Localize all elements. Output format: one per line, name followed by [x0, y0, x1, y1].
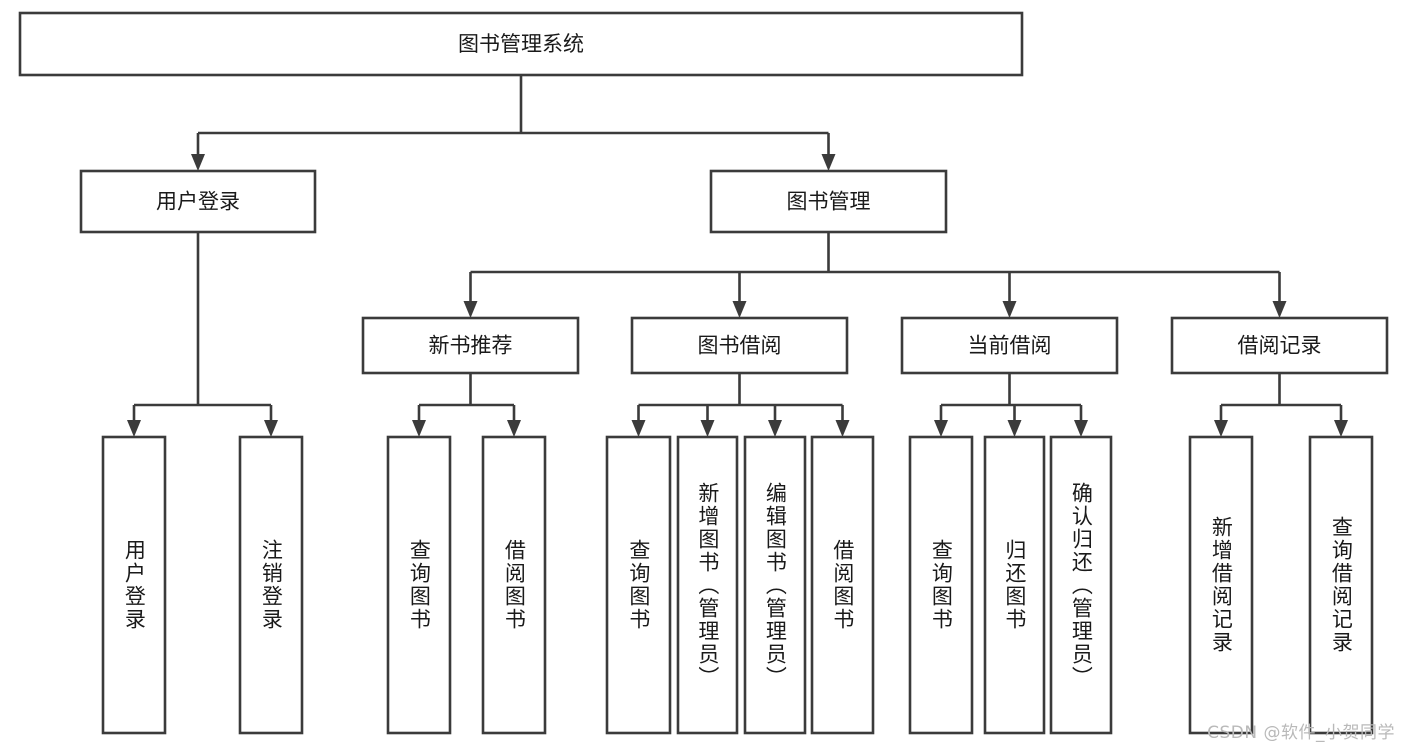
arrow-head-leaf-confirm-return: [1074, 420, 1088, 437]
node-box-current-borrow[interactable]: [900, 316, 1119, 375]
node-box-leaf-confirm-return[interactable]: [1049, 435, 1113, 735]
arrow-head-leaf-user-login: [127, 420, 141, 437]
node-box-leaf-return-book[interactable]: [983, 435, 1046, 735]
arrow-head-borrow-record: [1272, 301, 1287, 318]
arrow-head-leaf-borrow-book-1: [507, 420, 521, 437]
csdn-watermark: CSDN @软件_小贺同学: [1207, 723, 1395, 743]
node-label-book-manage: 图书管理: [787, 190, 871, 214]
node-box-book-manage[interactable]: [709, 169, 948, 234]
connector-layer: [127, 75, 1348, 437]
node-box-leaf-borrow-book-2[interactable]: [810, 435, 875, 735]
node-box-root[interactable]: [18, 11, 1024, 77]
arrow-head-leaf-query-book-3: [934, 420, 948, 437]
node-box-leaf-query-book-3[interactable]: [908, 435, 974, 735]
arrow-head-leaf-return-book: [1007, 420, 1022, 437]
arrow-head-leaf-edit-book: [768, 420, 782, 437]
node-label-user-login: 用户登录: [156, 190, 240, 214]
node-box-leaf-add-record[interactable]: [1188, 435, 1254, 735]
node-box-borrow-record[interactable]: [1170, 316, 1389, 375]
node-box-leaf-borrow-book-1[interactable]: [481, 435, 547, 735]
node-label-root: 图书管理系统: [458, 32, 584, 56]
arrow-head-leaf-add-record: [1214, 420, 1228, 437]
arrow-head-book-borrow: [732, 301, 747, 318]
arrow-head-book-manage: [821, 154, 836, 171]
node-box-layer: [18, 11, 1389, 735]
arrow-head-leaf-borrow-book-2: [835, 420, 850, 437]
node-box-leaf-user-login[interactable]: [101, 435, 167, 735]
node-label-new-book-rec: 新书推荐: [429, 334, 513, 358]
arrow-head-leaf-query-record: [1334, 420, 1348, 437]
node-box-leaf-edit-book[interactable]: [743, 435, 807, 735]
arrow-head-leaf-query-book-2: [631, 420, 646, 437]
arrow-head-leaf-add-book: [700, 420, 715, 437]
node-box-leaf-query-record[interactable]: [1308, 435, 1374, 735]
arrow-head-leaf-query-book-1: [412, 420, 426, 437]
node-box-leaf-add-book[interactable]: [676, 435, 739, 735]
arrow-head-new-book-rec: [463, 301, 478, 318]
node-box-user-login[interactable]: [79, 169, 317, 234]
node-box-book-borrow[interactable]: [630, 316, 849, 375]
node-box-new-book-rec[interactable]: [361, 316, 580, 375]
node-label-current-borrow: 当前借阅: [968, 334, 1052, 358]
arrow-head-current-borrow: [1002, 301, 1017, 318]
node-box-leaf-query-book-2[interactable]: [605, 435, 672, 735]
node-box-leaf-query-book-1[interactable]: [386, 435, 452, 735]
arrow-head-user-login: [191, 154, 205, 171]
node-box-leaf-logout[interactable]: [238, 435, 304, 735]
node-label-borrow-record: 借阅记录: [1238, 334, 1322, 358]
arrow-head-leaf-logout: [264, 420, 278, 437]
node-label-book-borrow: 图书借阅: [698, 334, 782, 358]
